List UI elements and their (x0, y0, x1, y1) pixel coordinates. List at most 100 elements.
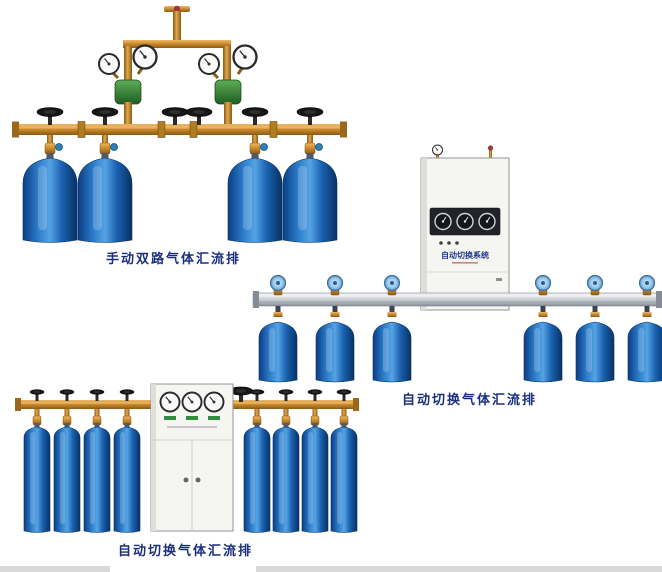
cylinder-valve-knob (383, 274, 401, 292)
regulator-body (214, 79, 242, 105)
cabinet-subtext-line (452, 262, 478, 264)
cylinder-station (77, 135, 133, 243)
gas-cylinder (627, 321, 662, 383)
cylinder-station (243, 389, 271, 533)
gas-cylinder (272, 426, 300, 533)
left-drop-pipe (124, 46, 132, 86)
pipe-end-cap (15, 398, 21, 411)
page-edge-strip (256, 566, 662, 572)
riser-pipe (173, 11, 181, 42)
cylinder-station (53, 389, 81, 533)
cylinder-station (113, 389, 141, 533)
cylinder-station (23, 389, 51, 533)
pressure-gauge (159, 391, 181, 413)
cabinet-door-handle (195, 477, 201, 483)
cabinet-text-line (167, 426, 217, 428)
cylinder-station (372, 274, 412, 383)
auto-switch-manifold-right-illustration: 自动切换系统 (252, 144, 662, 383)
cabinet-door-handle (496, 278, 502, 281)
gauge-label (208, 416, 220, 420)
cylinder-valve-knob (315, 143, 323, 151)
cylinder-valve-knob (55, 143, 63, 151)
cabinet-top-valve-knob (487, 145, 494, 151)
cylinder-station (227, 135, 283, 243)
pipe-coupling (77, 121, 86, 138)
cylinder-station (83, 389, 111, 533)
valve-handwheel (185, 107, 213, 125)
top-valve-knob (173, 5, 181, 13)
bar-end-cap (656, 291, 662, 308)
gas-cylinder (575, 321, 615, 383)
indicator-light (455, 241, 459, 245)
cylinder-valve-knob (534, 274, 552, 292)
gas-cylinder (258, 321, 298, 383)
pressure-gauge (132, 44, 158, 70)
control-cabinet (150, 383, 234, 532)
page-edge-strip (0, 566, 110, 572)
gas-cylinder (22, 157, 78, 243)
cabinet-door-handle (183, 477, 189, 483)
cylinder-valve-knob (638, 274, 656, 292)
panel-gauge (434, 212, 452, 231)
manifold-bar (252, 291, 662, 308)
cylinder-station (523, 274, 563, 383)
right-drop-pipe (223, 46, 231, 86)
gas-cylinder (282, 157, 338, 243)
cylinder-station (315, 274, 355, 383)
regulator-body (114, 79, 142, 105)
caption-auto-switch-manifold-bottom: 自动切换气体汇流排 (118, 544, 254, 559)
gas-cylinder (243, 426, 271, 533)
panel-gauge (478, 212, 496, 231)
pressure-gauge (232, 44, 258, 70)
cylinder-station (627, 274, 662, 383)
pressure-gauge (181, 391, 203, 413)
cabinet-label: 自动切换系统 (441, 250, 489, 260)
indicator-light (439, 241, 443, 245)
pipe-end-cap (353, 398, 359, 411)
gas-cylinder (83, 426, 111, 533)
cabinet-side-shade (421, 158, 427, 310)
cylinder-station (258, 274, 298, 383)
cylinder-valve-knob (326, 274, 344, 292)
gas-cylinder (23, 426, 51, 533)
right-regulator (198, 44, 258, 126)
main-manifold-pipe (12, 124, 347, 135)
gas-cylinder (53, 426, 81, 533)
gas-cylinder (372, 321, 412, 383)
cylinder-valve-knob (269, 274, 287, 292)
pipe-coupling (189, 121, 198, 138)
caption-manual-dual-manifold: 手动双路气体汇流排 (106, 252, 242, 267)
cabinet-top-pipe (489, 146, 492, 159)
cylinder-station (330, 389, 358, 533)
cylinder-valve-knob (110, 143, 118, 151)
gas-cylinder (523, 321, 563, 383)
pipe-coupling (157, 121, 166, 138)
cylinder-valve-knob (586, 274, 604, 292)
valve-handwheel (91, 107, 119, 125)
gas-cylinder (301, 426, 329, 533)
indicator-light (447, 241, 451, 245)
pressure-gauge (198, 53, 220, 75)
auto-switch-manifold-bottom-illustration (15, 383, 359, 533)
regulator-outlet-pipe (124, 102, 132, 126)
pressure-gauge (203, 391, 225, 413)
valve-handwheel (161, 107, 189, 125)
gas-cylinder (227, 157, 283, 243)
cylinder-station (282, 135, 338, 243)
regulator-outlet-pipe (224, 102, 232, 126)
pipe-end-cap (340, 121, 347, 138)
gauge-label (186, 416, 198, 420)
pressure-gauge (432, 144, 443, 156)
manual-dual-manifold-illustration (12, 5, 347, 243)
gas-cylinder (330, 426, 358, 533)
cylinder-station (272, 389, 300, 533)
upper-header-pipe (123, 40, 231, 48)
pressure-gauge (98, 53, 120, 75)
cylinder-valve-knob (260, 143, 268, 151)
panel-gauge (456, 212, 474, 231)
gas-cylinder (77, 157, 133, 243)
control-cabinet: 自动切换系统 (420, 144, 510, 311)
pipe-coupling (269, 121, 278, 138)
